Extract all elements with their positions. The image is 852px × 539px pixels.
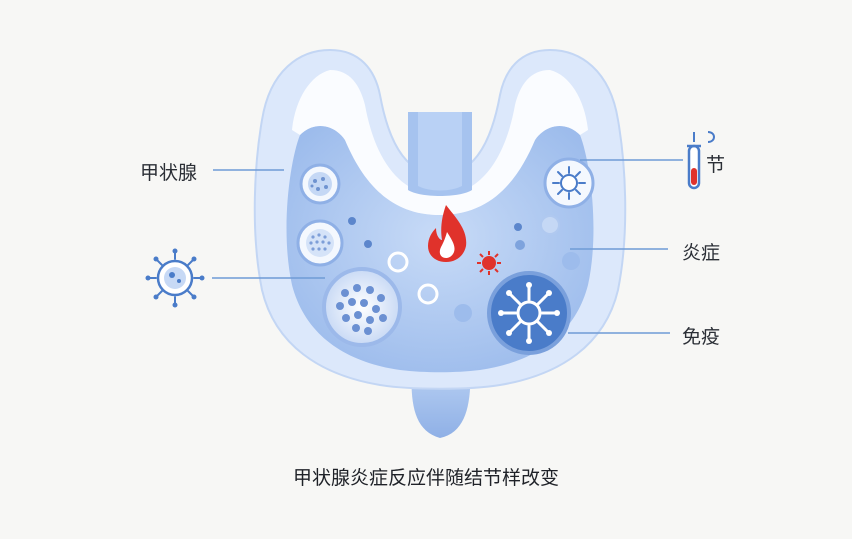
flame-icon <box>428 205 467 262</box>
label-inflammation: 炎症 <box>682 242 721 264</box>
leader-lines <box>212 159 683 334</box>
test-tube-icon <box>687 131 715 190</box>
label-immunity: 免疫 <box>682 326 721 348</box>
label-thyroid: 甲状腺 <box>140 162 198 184</box>
label-nodule: 节 <box>706 154 726 176</box>
diagram-caption: 甲状腺炎症反应伴随结节样改变 <box>292 467 559 489</box>
virus-icon <box>543 157 595 209</box>
virus-icon <box>487 271 571 355</box>
cell-nuclei <box>336 284 387 335</box>
cell-icon <box>322 267 402 347</box>
virus-icon <box>477 251 501 275</box>
virus-icon <box>145 248 205 308</box>
